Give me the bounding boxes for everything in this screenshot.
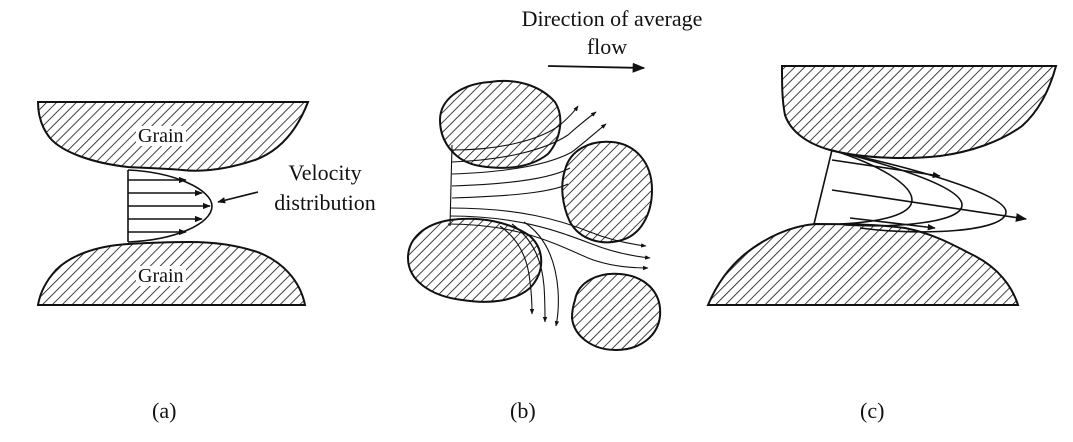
velocity-profile-c bbox=[813, 149, 1028, 233]
grain-bottom-label: Grain bbox=[136, 265, 186, 287]
velocity-profile-a bbox=[127, 169, 259, 243]
caption-c: (c) bbox=[860, 398, 885, 423]
grains-b bbox=[406, 79, 662, 352]
grain-b-lower-left bbox=[406, 217, 543, 303]
flow-direction-label-line1: Direction of average bbox=[521, 6, 703, 31]
grain-top-label: Grain bbox=[136, 125, 186, 147]
velocity-label-line2: distribution bbox=[274, 190, 376, 215]
grain-b-right bbox=[561, 140, 654, 244]
flow-direction-arrow bbox=[547, 62, 646, 73]
velocity-label-line1: Velocity bbox=[288, 160, 362, 185]
panel-c bbox=[706, 65, 1058, 306]
grain-top-c bbox=[780, 65, 1058, 159]
grain-b-lower-right bbox=[570, 272, 662, 352]
flow-direction-label-line2: flow bbox=[586, 34, 628, 59]
grain-bottom-c bbox=[706, 222, 1020, 306]
grain-b-upper-left bbox=[438, 79, 562, 169]
caption-b: (b) bbox=[510, 398, 536, 423]
caption-a: (a) bbox=[152, 398, 177, 423]
